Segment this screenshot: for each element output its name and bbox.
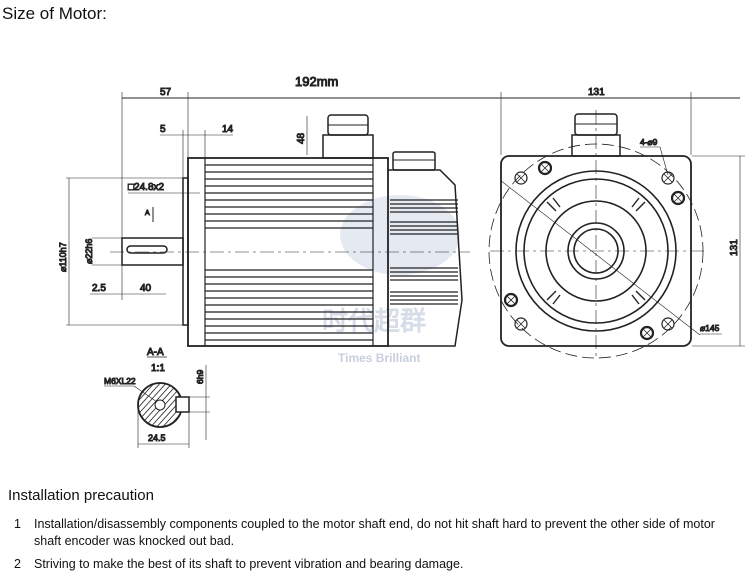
mounting-hole — [639, 325, 655, 341]
mounting-hole — [537, 160, 553, 176]
mounting-holes: 4-⌀9 — [640, 137, 658, 147]
watermark: 时代超群 Times Brilliant — [322, 195, 460, 365]
hatch-line — [138, 383, 176, 427]
front-view: 131 131 4-⌀9 ⌀145 — [488, 87, 745, 360]
dim-57: 57 — [160, 87, 172, 98]
shaft-diameter: ⌀22h6 — [84, 239, 94, 264]
list-item-number: 2 — [14, 557, 21, 571]
pilot-diameter: ⌀110h7 — [58, 242, 68, 272]
hatch-line — [138, 383, 158, 427]
installation-heading: Installation precaution — [8, 487, 154, 504]
hole-cross — [642, 328, 652, 338]
hole-cross — [540, 163, 550, 173]
section-mark: A — [145, 210, 150, 217]
dim-overall-length: 192mm — [295, 74, 338, 89]
hatch-line — [138, 383, 152, 427]
list-item-text: Installation/disassembly components coup… — [34, 517, 715, 548]
hatch-line — [138, 383, 170, 427]
side-view: 57 192mm 5 14 48 □24.8x2 A ⌀110h7 ⌀22h6 … — [58, 74, 740, 347]
key-width: 6h9 — [195, 370, 205, 384]
mounting-hole — [670, 190, 686, 206]
list-item: 1 Installation/disassembly components co… — [14, 516, 744, 550]
page-title: Size of Motor: — [2, 4, 107, 23]
hole-cross — [516, 173, 526, 183]
front-height: 131 — [729, 239, 740, 256]
mounting-hole — [503, 292, 519, 308]
section-scale: 1:1 — [151, 363, 165, 374]
hatch-line — [138, 383, 140, 427]
dim-5: 5 — [160, 124, 166, 135]
key-depth: 24.5 — [148, 433, 166, 443]
hatch-line — [184, 380, 229, 430]
hole-cross — [663, 173, 673, 183]
mounting-hole — [661, 317, 675, 331]
hole-cross — [516, 319, 526, 329]
dim-2-5: 2.5 — [92, 283, 106, 294]
list-item-text: Striving to make the best of its shaft t… — [34, 557, 464, 571]
hole-cross — [673, 193, 683, 203]
hole-cross — [663, 319, 673, 329]
bolt-circle: ⌀145 — [700, 323, 720, 333]
watermark-cn: 时代超群 — [322, 306, 426, 336]
hatch-line — [88, 380, 133, 430]
mounting-hole — [661, 171, 675, 185]
watermark-text: Times Brilliant — [338, 351, 420, 365]
mounting-hole — [514, 317, 528, 331]
mounting-hole — [514, 171, 528, 185]
hatch-line — [190, 380, 235, 430]
hatch-line — [159, 383, 182, 427]
section-label: A-A — [147, 347, 164, 358]
hole-cross — [506, 295, 516, 305]
thread-spec: M6XL22 — [104, 376, 136, 386]
list-item: 2 Striving to make the best of its shaft… — [14, 556, 744, 573]
section-a-a: A-A 1:1 M6XL22 6h9 24.5 — [88, 347, 241, 448]
key-length: 40 — [140, 283, 152, 294]
hatch-line — [138, 383, 164, 427]
motor-dimension-drawing: 时代超群 Times Brilliant 57 192mm 5 14 48 □2… — [58, 74, 745, 448]
list-item-number: 1 — [14, 517, 21, 531]
hatch-line — [147, 383, 182, 427]
front-width: 131 — [588, 87, 605, 98]
installation-list: 1 Installation/disassembly components co… — [14, 516, 744, 573]
hatch-line — [196, 380, 241, 430]
flange-chamfer: □24.8x2 — [128, 182, 165, 193]
dim-14: 14 — [222, 124, 234, 135]
dim-48: 48 — [296, 132, 307, 144]
